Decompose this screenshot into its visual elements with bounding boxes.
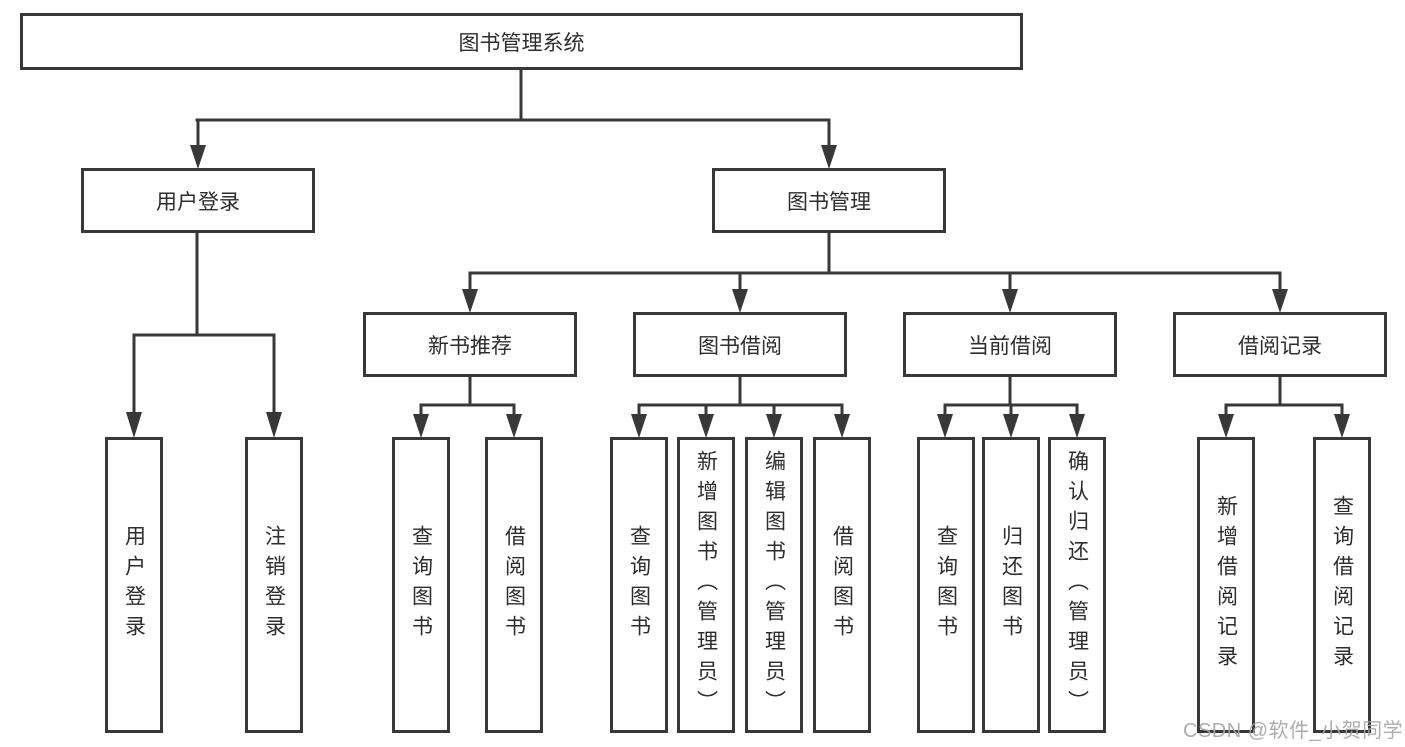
leaf-borrow-books-borrowing-label: 借阅图书 (830, 525, 854, 645)
node-root: 图书管理系统 (20, 13, 1023, 70)
leaf-user-login-label: 用户登录 (122, 525, 146, 645)
leaf-query-books-current-label: 查询图书 (934, 525, 958, 645)
leaf-query-borrow-record: 查询借阅记录 (1313, 437, 1371, 733)
leaf-logout-label: 注销登录 (262, 525, 286, 645)
leaf-query-books-recommend: 查询图书 (392, 437, 450, 733)
arrowhead-icon (1003, 414, 1019, 438)
node-book-management-label: 图书管理 (787, 190, 871, 214)
arrowhead-icon (1002, 289, 1018, 313)
node-borrow-records-label: 借阅记录 (1238, 334, 1322, 358)
arrowhead-icon (506, 414, 522, 438)
leaf-query-books-recommend-label: 查询图书 (409, 525, 433, 645)
node-new-book-recommend-label: 新书推荐 (428, 334, 512, 358)
leaf-confirm-return-admin-label: 确认归还（管理员） (1065, 450, 1089, 720)
leaf-query-books-borrowing: 查询图书 (610, 437, 668, 733)
watermark-text: CSDN @软件_小贺同学 (1183, 720, 1404, 742)
leaf-add-borrow-record-label: 新增借阅记录 (1214, 495, 1238, 675)
leaf-query-books-borrowing-label: 查询图书 (627, 525, 651, 645)
arrowhead-icon (732, 289, 748, 313)
leaf-borrow-books-recommend: 借阅图书 (485, 437, 543, 733)
arrowhead-icon (766, 414, 782, 438)
arrowhead-icon (1272, 289, 1288, 313)
leaf-logout: 注销登录 (245, 437, 303, 733)
leaf-query-borrow-record-label: 查询借阅记录 (1330, 495, 1354, 675)
node-user-login-label: 用户登录 (156, 190, 240, 214)
node-book-borrowing: 图书借阅 (633, 312, 847, 377)
node-borrow-records: 借阅记录 (1173, 312, 1387, 377)
node-current-borrowing-label: 当前借阅 (968, 334, 1052, 358)
leaf-query-books-current: 查询图书 (917, 437, 975, 733)
arrowhead-icon (1069, 414, 1085, 438)
arrowhead-icon (126, 412, 142, 438)
arrowhead-icon (190, 145, 206, 169)
node-new-book-recommend: 新书推荐 (363, 312, 577, 377)
arrowhead-icon (413, 414, 429, 438)
arrowhead-icon (462, 289, 478, 313)
leaf-add-borrow-record: 新增借阅记录 (1197, 437, 1255, 733)
leaf-edit-books-admin-label: 编辑图书（管理员） (762, 450, 786, 720)
leaf-return-books-label: 归还图书 (999, 525, 1023, 645)
node-user-login: 用户登录 (81, 168, 315, 233)
leaf-user-login: 用户登录 (105, 437, 163, 733)
leaf-add-books-admin: 新增图书（管理员） (677, 437, 735, 733)
arrowhead-icon (1334, 414, 1350, 438)
leaf-borrow-books-recommend-label: 借阅图书 (502, 525, 526, 645)
arrowhead-icon (266, 412, 282, 438)
node-book-management: 图书管理 (712, 168, 946, 233)
leaf-return-books: 归还图书 (982, 437, 1040, 733)
leaf-confirm-return-admin: 确认归还（管理员） (1048, 437, 1106, 733)
arrowhead-icon (834, 414, 850, 438)
arrowhead-icon (821, 145, 837, 169)
arrowhead-icon (698, 414, 714, 438)
arrowhead-icon (631, 414, 647, 438)
arrowhead-icon (1218, 414, 1234, 438)
node-book-borrowing-label: 图书借阅 (698, 334, 782, 358)
node-root-label: 图书管理系统 (458, 31, 585, 55)
arrowhead-icon (937, 414, 953, 438)
node-current-borrowing: 当前借阅 (903, 312, 1117, 377)
leaf-add-books-admin-label: 新增图书（管理员） (694, 450, 718, 720)
leaf-borrow-books-borrowing: 借阅图书 (813, 437, 871, 733)
leaf-edit-books-admin: 编辑图书（管理员） (745, 437, 803, 733)
